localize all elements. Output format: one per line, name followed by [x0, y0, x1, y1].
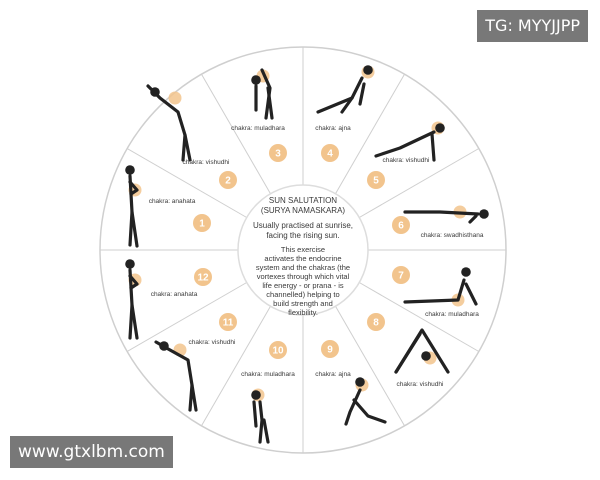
step-number: 5 — [373, 176, 379, 187]
sector-divider — [335, 306, 405, 427]
sector-divider — [359, 282, 480, 352]
step-12: 12 chakra: anahata — [125, 259, 212, 340]
chakra-label: chakra: vishudhi — [383, 157, 430, 164]
step-number: 3 — [275, 149, 281, 160]
step-number: 11 — [223, 318, 234, 329]
sector-divider — [201, 73, 271, 194]
sector-divider — [201, 306, 271, 427]
center-intro-line-1: Usually practised at sunrise, — [253, 221, 353, 230]
chakra-label: chakra: anahata — [151, 291, 198, 298]
pose-figure-10 — [251, 388, 270, 444]
pose-figure-12 — [125, 259, 142, 340]
step-number: 6 — [398, 221, 404, 232]
step-number: 9 — [327, 345, 333, 356]
pose-figure-8 — [394, 328, 450, 374]
step-9: 9 chakra: ajna — [315, 340, 387, 426]
center-intro-line-2: facing the rising sun. — [266, 231, 339, 240]
chakra-label: chakra: muladhara — [425, 311, 479, 318]
step-badge — [392, 266, 410, 284]
sector-divider — [335, 73, 405, 194]
step-badge — [367, 313, 385, 331]
step-number: 8 — [373, 318, 379, 329]
step-5: 5 chakra: vishudhi — [367, 121, 445, 189]
pose-figure-5 — [374, 121, 445, 162]
sector-divider — [359, 148, 480, 218]
pose-figure-2 — [146, 84, 192, 162]
chakra-label: chakra: muladhara — [241, 371, 295, 378]
step-badge — [194, 268, 212, 286]
center-body-line-4: vortexes through which vital — [257, 272, 350, 281]
pose-figure-9 — [344, 377, 387, 426]
step-3: 3 chakra: muladhara — [231, 68, 287, 162]
step-7: 7 chakra: muladhara — [392, 266, 479, 318]
pose-figure-7 — [403, 267, 478, 307]
step-number: 10 — [272, 346, 284, 357]
center-title: SUN SALUTATION — [269, 196, 337, 205]
step-badge — [321, 144, 339, 162]
center-body-line-5: life energy - or prana - is — [262, 281, 344, 290]
step-badge — [367, 171, 385, 189]
pose-figure-6 — [403, 205, 489, 224]
center-body-line-1: This exercise — [281, 245, 325, 254]
chakra-label: chakra: muladhara — [231, 125, 285, 132]
chakra-label: chakra: vishudhi — [189, 339, 236, 346]
step-badge — [269, 144, 287, 162]
step-number: 12 — [197, 273, 209, 284]
step-badge — [219, 313, 237, 331]
center-body-line-3: system and the chakras (the — [256, 263, 350, 272]
step-2: 2 chakra: vishudhi — [146, 84, 237, 189]
sector-divider — [126, 282, 247, 352]
chakra-label: chakra: ajna — [315, 371, 351, 378]
pose-figure-3 — [251, 68, 274, 120]
step-4: 4 chakra: ajna — [315, 65, 375, 162]
step-10: 10 chakra: muladhara — [241, 341, 295, 444]
chakra-label: chakra: vishudhi — [183, 159, 230, 166]
step-11: 11 chakra: vishudhi — [154, 313, 237, 412]
center-body-line-7: build strength and — [273, 299, 333, 308]
step-badge — [193, 214, 211, 232]
pose-figure-1 — [125, 165, 142, 248]
step-badge — [219, 171, 237, 189]
center-body-line-6: channelled) helping to — [266, 290, 339, 299]
center-subtitle: (SURYA NAMASKARA) — [261, 206, 346, 215]
step-badge — [392, 216, 410, 234]
step-number: 1 — [199, 219, 205, 230]
pose-figure-11 — [154, 340, 198, 412]
step-1: 1 chakra: anahata — [125, 165, 211, 248]
center-panel: SUN SALUTATION (SURYA NAMASKARA) Usually… — [237, 184, 369, 317]
watermark-bottom: www.gtxlbm.com — [10, 436, 173, 468]
chakra-label: chakra: swadhisthana — [421, 232, 484, 239]
pose-figure-4 — [316, 65, 375, 114]
step-number: 4 — [327, 149, 333, 160]
step-number: 7 — [398, 271, 404, 282]
chakra-label: chakra: ajna — [315, 125, 351, 132]
watermark-top: TG: MYYJJPP — [477, 10, 588, 42]
chakra-label: chakra: vishudhi — [397, 381, 444, 388]
step-number: 2 — [225, 176, 231, 187]
sector-divider — [126, 148, 247, 218]
center-body-line-2: activates the endocrine — [264, 254, 341, 263]
step-6: 6 chakra: swadhisthana — [392, 205, 489, 239]
chakra-label: chakra: anahata — [149, 198, 196, 205]
step-8: 8 chakra: vishudhi — [367, 313, 450, 388]
step-badge — [321, 340, 339, 358]
center-body-line-8: flexibility. — [288, 308, 318, 317]
step-badge — [269, 341, 287, 359]
